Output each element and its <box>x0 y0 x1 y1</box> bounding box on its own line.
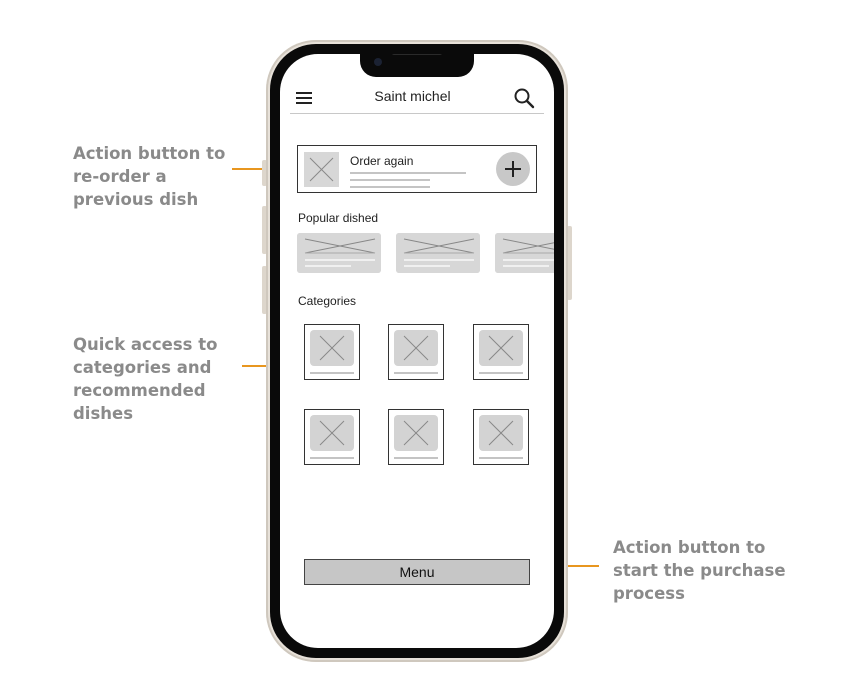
category-tile[interactable] <box>473 409 529 465</box>
text-placeholder-line <box>350 186 430 188</box>
category-tile[interactable] <box>473 324 529 380</box>
categories-section-title: Categories <box>298 294 357 308</box>
volume-down-button <box>262 266 267 314</box>
annotation-purchase: Action button to start the purchase proc… <box>613 538 786 603</box>
order-again-title: Order again <box>350 154 414 168</box>
annotation-categories: Quick access to categories and recommend… <box>73 335 218 423</box>
popular-section-title: Popular dished <box>298 211 379 225</box>
popular-dish-card[interactable] <box>297 233 381 273</box>
category-tile[interactable] <box>388 324 444 380</box>
order-again-card[interactable]: Order again <box>297 145 537 193</box>
search-icon[interactable] <box>512 86 536 110</box>
hamburger-icon[interactable] <box>296 92 312 104</box>
category-tile[interactable] <box>304 324 360 380</box>
reorder-add-button[interactable] <box>496 152 530 186</box>
text-placeholder-line <box>310 372 354 374</box>
category-image-placeholder <box>394 415 438 451</box>
popular-dish-card[interactable] <box>495 233 554 273</box>
volume-up-button <box>262 206 267 254</box>
text-placeholder-line <box>394 372 438 374</box>
power-button <box>567 226 572 300</box>
popular-dish-card[interactable] <box>396 233 480 273</box>
notch <box>360 54 474 77</box>
speaker <box>392 54 442 55</box>
text-placeholder-line <box>350 172 466 174</box>
category-tile[interactable] <box>388 409 444 465</box>
topbar-divider <box>290 113 544 114</box>
category-image-placeholder <box>479 415 523 451</box>
category-image-placeholder <box>310 415 354 451</box>
front-camera <box>374 58 382 66</box>
silent-switch <box>262 160 267 186</box>
app-title: Saint michel <box>374 88 451 104</box>
text-placeholder-line <box>350 179 430 181</box>
category-image-placeholder <box>394 330 438 366</box>
category-image-placeholder <box>310 330 354 366</box>
menu-button[interactable]: Menu <box>304 559 530 585</box>
text-placeholder-line <box>479 457 523 459</box>
dish-image-placeholder <box>304 152 339 187</box>
category-image-placeholder <box>479 330 523 366</box>
text-placeholder-line <box>310 457 354 459</box>
text-placeholder-line <box>394 457 438 459</box>
text-placeholder-line <box>479 372 523 374</box>
annotation-reorder: Action button to re-order a previous dis… <box>73 144 226 209</box>
category-tile[interactable] <box>304 409 360 465</box>
phone-screen: Saint michel Order again Popular dished <box>280 54 554 648</box>
